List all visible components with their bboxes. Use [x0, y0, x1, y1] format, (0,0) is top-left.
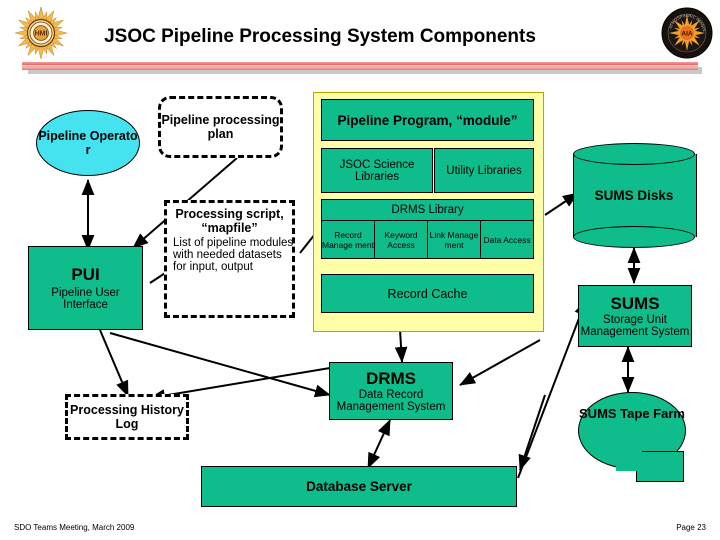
sums-title: SUMS: [610, 294, 660, 313]
drms-library-label: DRMS Library: [391, 204, 464, 216]
processing-history-log-node[interactable]: Processing History Log: [65, 394, 189, 440]
link-management-label: Link Manage ment: [429, 229, 479, 250]
pipeline-program-label: Pipeline Program, “module”: [337, 112, 518, 128]
pui-node[interactable]: PUI Pipeline User Interface: [28, 246, 143, 330]
sums-tape-farm-label: SUMS Tape Farm: [579, 406, 685, 422]
database-server-node[interactable]: Database Server: [201, 466, 517, 507]
link-management-box[interactable]: Link Manage ment: [427, 220, 481, 259]
drms-subtitle: Data Record Management System: [336, 389, 446, 413]
pui-title: PUI: [71, 265, 100, 284]
title-divider: [22, 62, 702, 74]
data-access-label: Data Access: [483, 234, 531, 245]
record-management-label: Record Manage ment: [322, 229, 374, 250]
record-management-box[interactable]: Record Manage ment: [321, 220, 375, 259]
hmi-logo: HMI: [14, 6, 68, 60]
sums-node[interactable]: SUMS Storage Unit Management System: [578, 285, 692, 347]
record-cache-box[interactable]: Record Cache: [321, 274, 534, 313]
svg-text:AIA: AIA: [681, 31, 693, 38]
sums-disks-label: SUMS Disks: [594, 188, 674, 203]
pipeline-operator-node[interactable]: Pipeline Operato r: [36, 110, 140, 176]
drms-node[interactable]: DRMS Data Record Management System: [329, 362, 453, 420]
jsoc-science-libraries-box[interactable]: JSOC Science Libraries: [321, 148, 433, 193]
page-title: JSOC Pipeline Processing System Componen…: [104, 26, 536, 47]
sums-subtitle: Storage Unit Management System: [580, 314, 690, 338]
pipeline-program-box[interactable]: Pipeline Program, “module”: [321, 99, 534, 141]
database-server-label: Database Server: [306, 479, 412, 494]
processing-script-title: Processing script, “mapfile”: [175, 207, 284, 235]
pipeline-processing-plan-label: Pipeline processing plan: [161, 113, 280, 141]
drms-library-box[interactable]: DRMS Library: [321, 199, 534, 221]
footer-left: SDO Teams Meeting, March 2009: [14, 523, 135, 532]
processing-history-log-label: Processing History Log: [70, 403, 184, 431]
sums-tape-farm-node[interactable]: SUMS Tape Farm: [578, 392, 686, 482]
processing-script-body: List of pipeline modules with needed dat…: [173, 237, 294, 273]
keyword-access-label: Keyword Access: [384, 229, 418, 250]
data-access-box[interactable]: Data Access: [480, 220, 534, 259]
pipeline-processing-plan-node[interactable]: Pipeline processing plan: [158, 96, 283, 158]
keyword-access-box[interactable]: Keyword Access: [374, 220, 428, 259]
jsoc-science-libraries-label: JSOC Science Libraries: [339, 158, 415, 183]
utility-libraries-box[interactable]: Utility Libraries: [434, 148, 534, 193]
drms-title: DRMS: [365, 369, 417, 388]
record-cache-label: Record Cache: [387, 286, 468, 301]
footer-right: Page 23: [676, 523, 706, 532]
svg-text:HMI: HMI: [35, 31, 48, 38]
pui-subtitle: Pipeline User Interface: [51, 287, 120, 311]
aia-logo: AIA ATMOSPHERIC IMAGING ASSEMBLY: [661, 7, 713, 59]
utility-libraries-label: Utility Libraries: [446, 164, 522, 177]
pipeline-operator-label: Pipeline Operato r: [38, 129, 138, 157]
sums-disks-node[interactable]: SUMS Disks: [573, 143, 697, 248]
processing-script-node[interactable]: Processing script, “mapfile” List of pip…: [164, 200, 295, 318]
